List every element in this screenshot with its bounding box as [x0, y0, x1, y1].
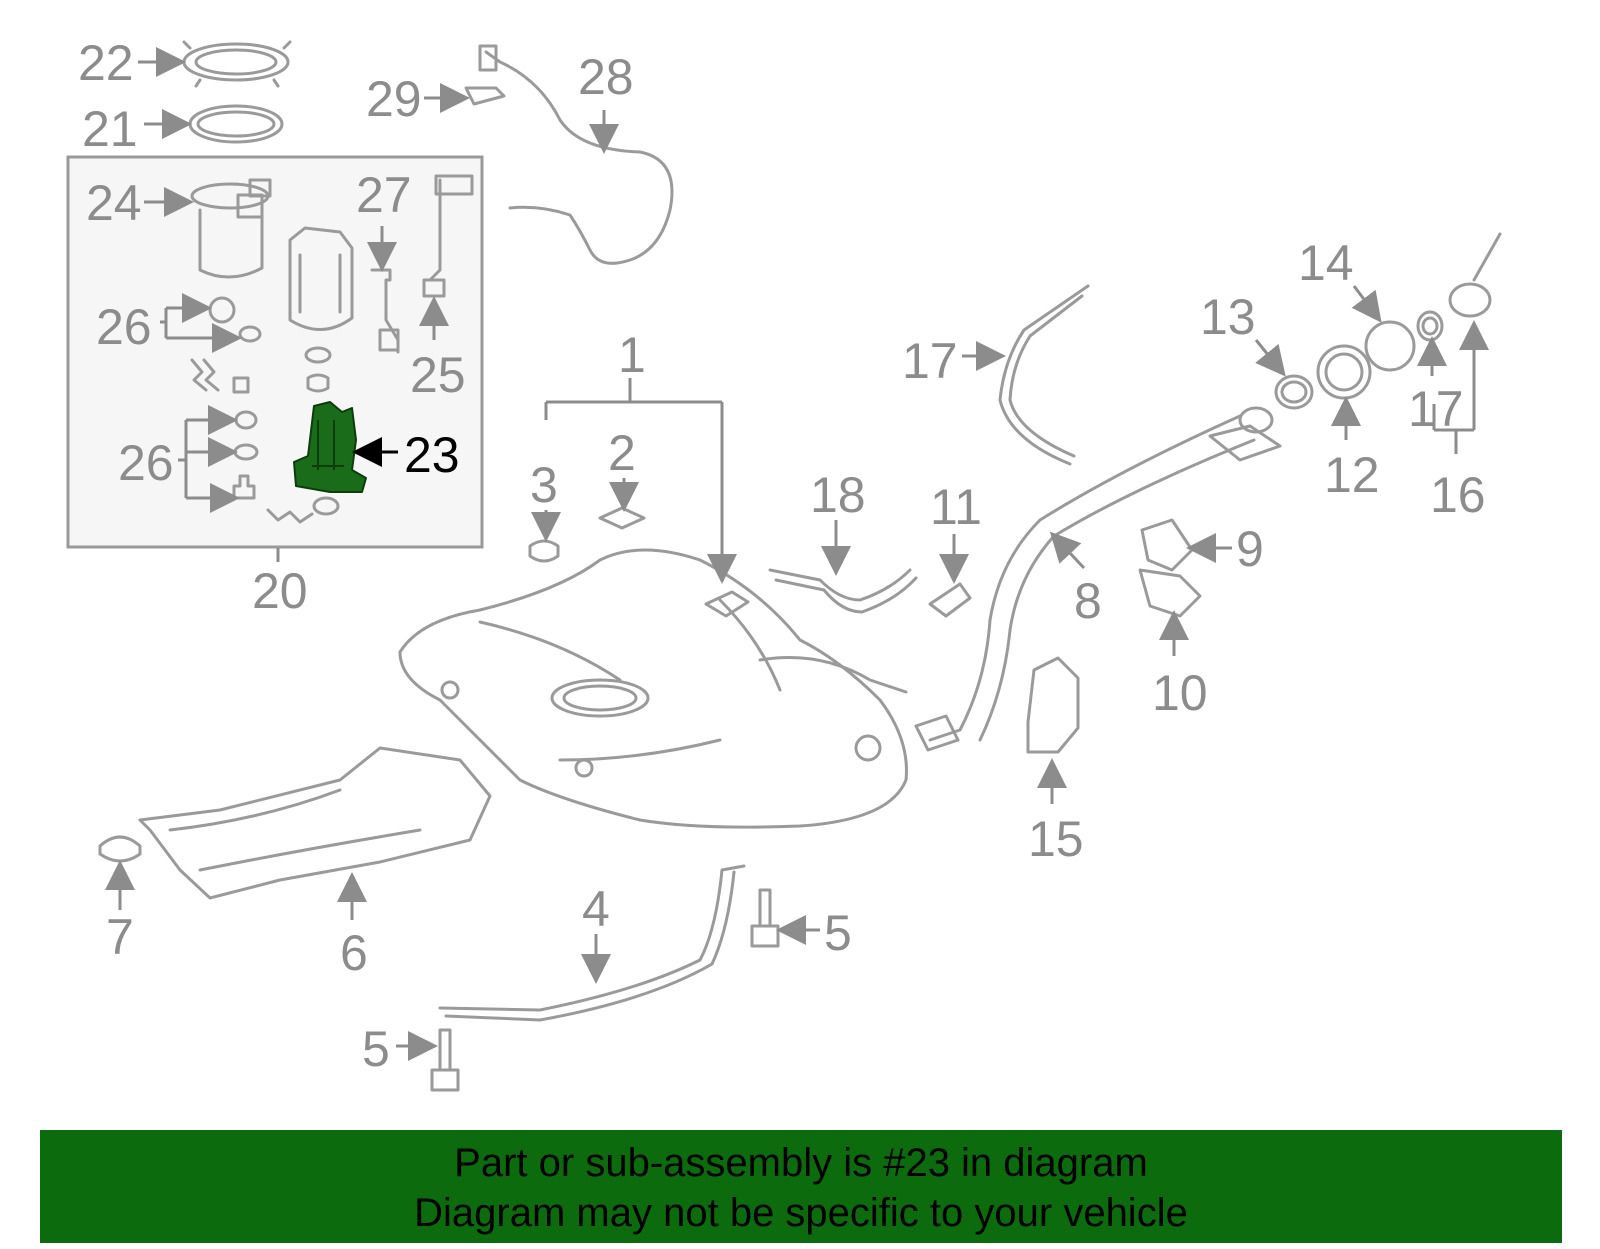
- label-23: 23: [404, 427, 460, 483]
- part-1-fuel-tank[interactable]: [398, 548, 908, 829]
- part-24-pump-cover[interactable]: [190, 178, 272, 279]
- part-14-seal[interactable]: [1364, 320, 1416, 372]
- label-9: 9: [1236, 521, 1264, 577]
- part-29-clip[interactable]: [464, 86, 506, 106]
- part-18-vent-pipe[interactable]: [998, 284, 1090, 466]
- washer-lower: [312, 496, 340, 516]
- part-6-heat-shield[interactable]: [138, 746, 492, 900]
- label-11: 11: [930, 479, 982, 535]
- label-15: 15: [1028, 811, 1084, 867]
- parts-diagram: 22 21 24 29 28 27 25 26 26 23 20 1 2 3 1…: [66, 35, 1502, 1092]
- label-22: 22: [78, 35, 134, 91]
- label-24: 24: [86, 175, 142, 231]
- label-26-upper: 26: [96, 299, 152, 355]
- leader-14: [1351, 285, 1382, 323]
- label-26-lower: 26: [118, 435, 174, 491]
- clip: [190, 358, 220, 392]
- label-12: 12: [1324, 447, 1380, 503]
- label-7: 7: [106, 909, 134, 965]
- label-6: 6: [340, 925, 368, 981]
- label-2: 2: [608, 425, 636, 481]
- part-13-gasket[interactable]: [1274, 374, 1314, 410]
- part-2-pad[interactable]: [598, 506, 646, 530]
- part-8-filler-pipe[interactable]: [914, 406, 1282, 752]
- part-17-ring[interactable]: [1416, 310, 1444, 342]
- hose-end: [478, 44, 498, 72]
- leader-8: [1049, 531, 1086, 570]
- part-23-highlighted[interactable]: [293, 401, 367, 493]
- part-4-strap[interactable]: [438, 864, 746, 1022]
- part-21-gasket[interactable]: [188, 104, 284, 144]
- part-9-bracket[interactable]: [1140, 518, 1194, 572]
- fuel-pump-assembly-box: [66, 155, 484, 549]
- part-5-bolt-lower[interactable]: [430, 1028, 460, 1092]
- part-7-nut[interactable]: [98, 835, 142, 863]
- spacer: [232, 376, 250, 394]
- leader-26a: [160, 306, 234, 340]
- label-16: 16: [1430, 467, 1486, 523]
- label-28: 28: [578, 49, 634, 105]
- part-11-bracket[interactable]: [928, 582, 972, 618]
- info-banner: Part or sub-assembly is #23 in diagram D…: [40, 1130, 1562, 1243]
- label-5-lower: 5: [362, 1021, 390, 1077]
- leader-13: [1254, 339, 1286, 377]
- label-19: 18: [810, 467, 866, 523]
- label-10: 10: [1152, 665, 1208, 721]
- banner-line-1: Part or sub-assembly is #23 in diagram: [454, 1141, 1148, 1185]
- label-14: 14: [1298, 235, 1354, 291]
- pump-canister[interactable]: [288, 226, 354, 331]
- label-4: 4: [582, 881, 610, 937]
- part-15-protector[interactable]: [1026, 656, 1080, 754]
- part-10-bracket[interactable]: [1138, 568, 1202, 618]
- part-12-housing[interactable]: [1316, 344, 1372, 400]
- label-18: 17: [902, 333, 958, 389]
- label-25: 25: [410, 347, 466, 403]
- cushion: [306, 373, 330, 393]
- label-13: 13: [1200, 289, 1256, 345]
- label-29: 29: [366, 71, 422, 127]
- label-1: 1: [618, 327, 646, 383]
- part-3-grommet[interactable]: [528, 539, 560, 563]
- part-16-fuel-cap[interactable]: [1448, 232, 1502, 318]
- part-28-hose[interactable]: [484, 50, 674, 265]
- part-5-bolt-upper[interactable]: [750, 888, 780, 948]
- label-17: 17: [1408, 381, 1464, 437]
- label-20: 20: [252, 563, 308, 619]
- label-8: 8: [1074, 573, 1102, 629]
- label-3: 3: [530, 457, 558, 513]
- label-5-upper: 5: [824, 905, 852, 961]
- leader-1-bracket: [544, 378, 724, 576]
- label-27: 27: [356, 167, 412, 223]
- leader-16: [1432, 330, 1476, 454]
- part-22-lock-ring[interactable]: [182, 40, 292, 88]
- label-21: 21: [82, 101, 138, 157]
- leader-26b: [178, 418, 230, 500]
- washer: [304, 346, 332, 364]
- part-19-vent-tube[interactable]: [768, 568, 918, 614]
- banner-line-2: Diagram may not be specific to your vehi…: [414, 1191, 1188, 1235]
